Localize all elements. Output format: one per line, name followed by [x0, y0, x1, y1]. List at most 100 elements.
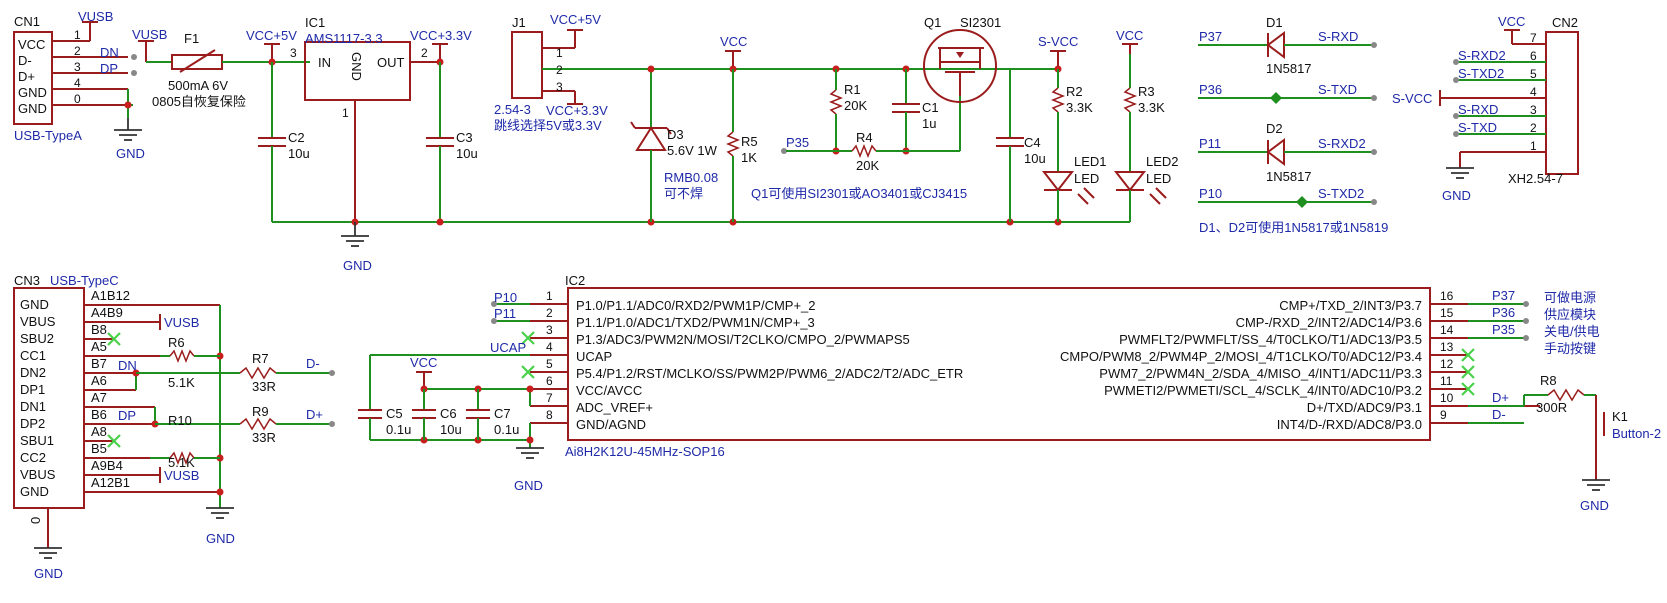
cn2-pin-number: 3 — [1530, 103, 1537, 117]
ic2-pin-number: 7 — [546, 391, 553, 405]
ic2-pin-number: 1 — [546, 289, 553, 303]
ic2-part: Ai8H2K12U-45MHz-SOP16 — [565, 444, 725, 459]
ic2-pin7-name: ADC_VREF+ — [576, 400, 653, 415]
ic2-pin8-name: GND/AGND — [576, 417, 646, 432]
cn3-pin-dn1: DN1 — [20, 399, 46, 414]
q1-pmos: Q1 SI2301 Q1可使用SI2301或AO3401或CJ3415 — [751, 15, 1001, 201]
cn3-pin-gnd: GND — [20, 297, 49, 312]
ic2-pin1-name: P1.0/P1.1/ADC0/RXD2/PWM1P/CMP+_2 — [576, 298, 816, 313]
p10-net-label: P10 — [1199, 186, 1222, 201]
srxd-net-label: S-RXD — [1318, 29, 1358, 44]
r8-designator: R8 — [1540, 373, 1557, 388]
c1-value: 1u — [922, 116, 936, 131]
ic2-pin-number: 10 — [1440, 391, 1454, 405]
c1-designator: C1 — [922, 100, 939, 115]
ic2-pin-number: 13 — [1440, 340, 1454, 354]
gate-network: R1 20K C1 1u P35 R4 20K — [781, 65, 961, 173]
cn2-pin-number: 2 — [1530, 121, 1537, 135]
ic2-pin-number: 5 — [546, 357, 553, 371]
r7-value: 33R — [252, 379, 276, 394]
ic2-pin-number: 3 — [546, 323, 553, 337]
cn3-type: USB-TypeC — [50, 273, 119, 288]
c7-value: 0.1u — [494, 422, 519, 437]
ic2-pin-number: 16 — [1440, 289, 1454, 303]
cn3-pin-sbu2: SBU2 — [20, 331, 54, 346]
r4-value: 20K — [856, 158, 879, 173]
cn2-vcc-label: VCC — [1498, 14, 1525, 29]
pin-note: 关电/供电 — [1544, 324, 1600, 339]
r9-value: 33R — [252, 430, 276, 445]
d1-part: 1N5817 — [1266, 61, 1312, 76]
vcc-net-label: VCC — [1116, 28, 1143, 43]
cn1-pin-dp: D+ — [18, 69, 35, 84]
r9-designator: R9 — [252, 404, 269, 419]
cn2-pin-number: 1 — [1530, 139, 1537, 153]
ic2-pin10-name: D+/TXD/ADC9/P3.1 — [1307, 400, 1422, 415]
dplus-net-label: D+ — [1492, 390, 1509, 405]
ic2-mcu: IC2 Ai8H2K12U-45MHz-SOP16 P1.0/P1.1/ADC0… — [530, 273, 1540, 459]
cn2-pin-number: 4 — [1530, 85, 1537, 99]
cn1-pin-number: 3 — [74, 60, 81, 74]
d3-note: 可不焊 — [664, 186, 703, 201]
ic2-pin9-name: INT4/D-/RXD/ADC8/P3.0 — [1277, 417, 1422, 432]
r7-designator: R7 — [252, 351, 269, 366]
ic1-pin-out: OUT — [377, 55, 405, 70]
srxd2-net-label: S-RXD2 — [1318, 136, 1366, 151]
gnd-symbol — [341, 222, 369, 247]
gnd-label: GND — [1442, 188, 1471, 203]
f1-fuse: VUSB F1 500mA 6V 0805自恢复保险 — [132, 27, 310, 109]
c7-designator: C7 — [494, 406, 511, 421]
cn3-usb-typec: CN3 USB-TypeC GND GND VBUS SBU2 CC1 DN2 … — [13, 273, 220, 581]
cn3-pin-number: A1B12 — [91, 288, 130, 303]
r5-designator: R5 — [741, 134, 758, 149]
j1-type: 2.54-3 — [494, 102, 531, 117]
ucap-net-label: UCAP — [490, 340, 526, 355]
ic2-pin-number: 14 — [1440, 323, 1454, 337]
pin-note: 供应模块 — [1544, 307, 1596, 322]
stxd2-net-label: S-TXD2 — [1318, 186, 1364, 201]
ic1-pin-number: 1 — [342, 106, 349, 120]
d3-zener: D3 5.6V 1W RMB0.08 可不焊 — [630, 65, 718, 222]
cn3-pin-number: B8 — [91, 322, 107, 337]
cn2-stxd2-label: S-TXD2 — [1458, 66, 1504, 81]
c5-designator: C5 — [386, 406, 403, 421]
j1-jumper: J1 VCC+5V 1 2 3 VCC+3.3V 2.54-3 跳线选择5V或3… — [494, 12, 1058, 133]
ic2-designator: IC2 — [565, 273, 585, 288]
cn3-pin-dp1: DP1 — [20, 382, 45, 397]
ic2-right-wiring: P37 P36 P35 D+ D- 可做电源 供应模块 关电/供电 手动按键 R… — [1461, 288, 1661, 513]
d3-package: RMB0.08 — [664, 170, 718, 185]
p35-net-label: P35 — [786, 135, 809, 150]
cn3-pin-number: A5 — [91, 339, 107, 354]
d3-designator: D3 — [667, 127, 684, 142]
cn2-part: XH2.54-7 — [1508, 171, 1563, 186]
cn1-pin-number: 2 — [74, 44, 81, 58]
net-label-dp: DP — [100, 61, 118, 76]
r6-designator: R6 — [168, 335, 185, 350]
led1-designator: LED1 — [1074, 154, 1107, 169]
ic1-ams1117: VCC+5V IC1 AMS1117-3.3 IN OUT GND 3 2 1 … — [246, 15, 472, 222]
f1-description: 0805自恢复保险 — [152, 94, 246, 109]
p10-net-label: P10 — [494, 290, 517, 305]
ic1-pin-number: 3 — [290, 46, 297, 60]
j1-pin-number: 2 — [556, 63, 563, 77]
r3-led2: VCC R3 3.3K LED2 LED — [1113, 28, 1179, 222]
p37-net-label: P37 — [1492, 288, 1515, 303]
r2-designator: R2 — [1066, 84, 1083, 99]
vusb-net-label: VUSB — [164, 468, 199, 483]
ic1-pin-gnd: GND — [349, 52, 364, 81]
q1-part: SI2301 — [960, 15, 1001, 30]
gnd-label: GND — [514, 478, 543, 493]
r2-value: 3.3K — [1066, 100, 1093, 115]
gnd-label: GND — [34, 566, 63, 581]
j1-designator: J1 — [512, 15, 526, 30]
r4-designator: R4 — [856, 130, 873, 145]
gnd-label: GND — [1580, 498, 1609, 513]
cn3-pin-number: 0 — [28, 517, 43, 524]
led1-type: LED — [1074, 171, 1099, 186]
ic1-designator: IC1 — [305, 15, 325, 30]
ic2-pin14-name: PWMFLT2/PWMFLT/SS_4/T0CLKO/T1/ADC13/P3.5 — [1119, 332, 1422, 347]
ic2-pin2-name: P1.1/P1.0/ADC1/TXD2/PWM1N/CMP+_3 — [576, 315, 815, 330]
p37-net-label: P37 — [1199, 29, 1222, 44]
